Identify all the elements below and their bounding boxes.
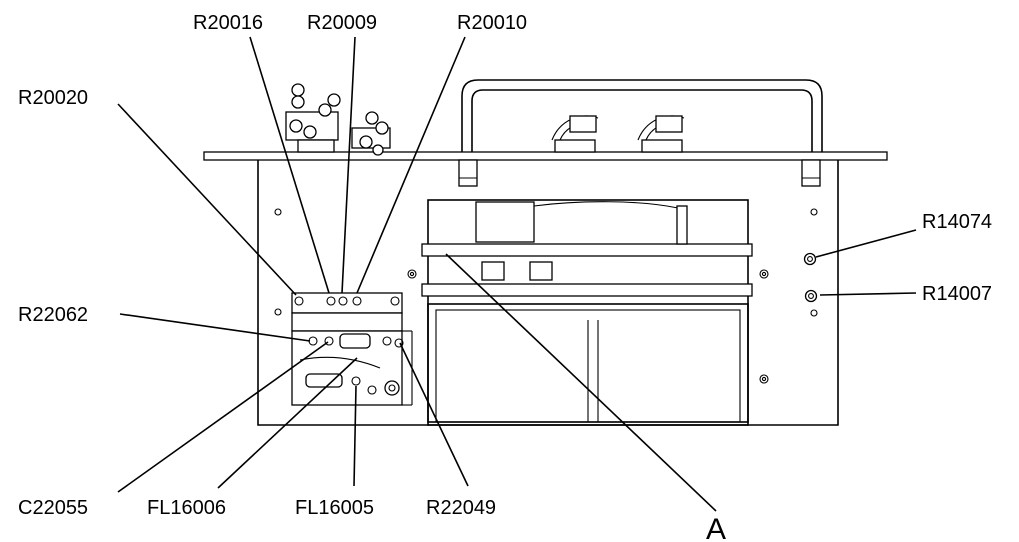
label-r20010: R20010 [457,12,527,34]
centre-assembly [421,199,753,426]
leader-r20009 [341,36,356,294]
label-fl16005: FL16005 [295,497,374,519]
leader-fl16006 [217,357,358,489]
label-r20016: R20016 [193,12,263,34]
top-rf-connectors [285,83,391,156]
label-fl16006: FL16006 [147,497,226,519]
leader-a [445,253,717,512]
leader-r14074 [815,229,917,258]
label-a: A [706,513,726,542]
label-r22049: R22049 [426,497,496,519]
right-screws [803,252,818,303]
label-r20009: R20009 [307,12,377,34]
label-r14007: R14007 [922,283,992,305]
label-r14074: R14074 [922,211,992,233]
leader-r22062 [119,313,311,342]
leader-r14007 [819,292,917,296]
callout-labels: R20016 R20009 R20010 R20020 R14074 R1400… [18,12,992,542]
label-r20020: R20020 [18,87,88,109]
leader-c22055 [117,341,329,493]
carry-handle [458,79,823,187]
leader-r20016 [249,36,330,294]
leader-lines [117,36,917,512]
leader-fl16005 [353,385,357,487]
leader-r22049 [399,342,469,487]
label-r22062: R22062 [18,304,88,326]
leader-r20010 [356,36,466,294]
label-c22055: C22055 [18,497,88,519]
leader-r20020 [117,103,297,296]
left-module [291,292,413,406]
